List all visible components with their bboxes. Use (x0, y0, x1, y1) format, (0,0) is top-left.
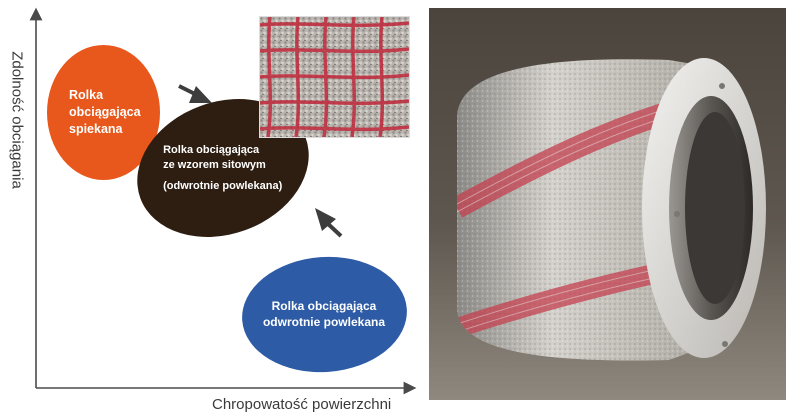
arrow-down-right-icon (179, 86, 212, 103)
screen-pattern-closeup-photo (259, 16, 410, 138)
dresser-roller-photo (429, 8, 786, 400)
arrow-up-left-icon (315, 208, 341, 236)
